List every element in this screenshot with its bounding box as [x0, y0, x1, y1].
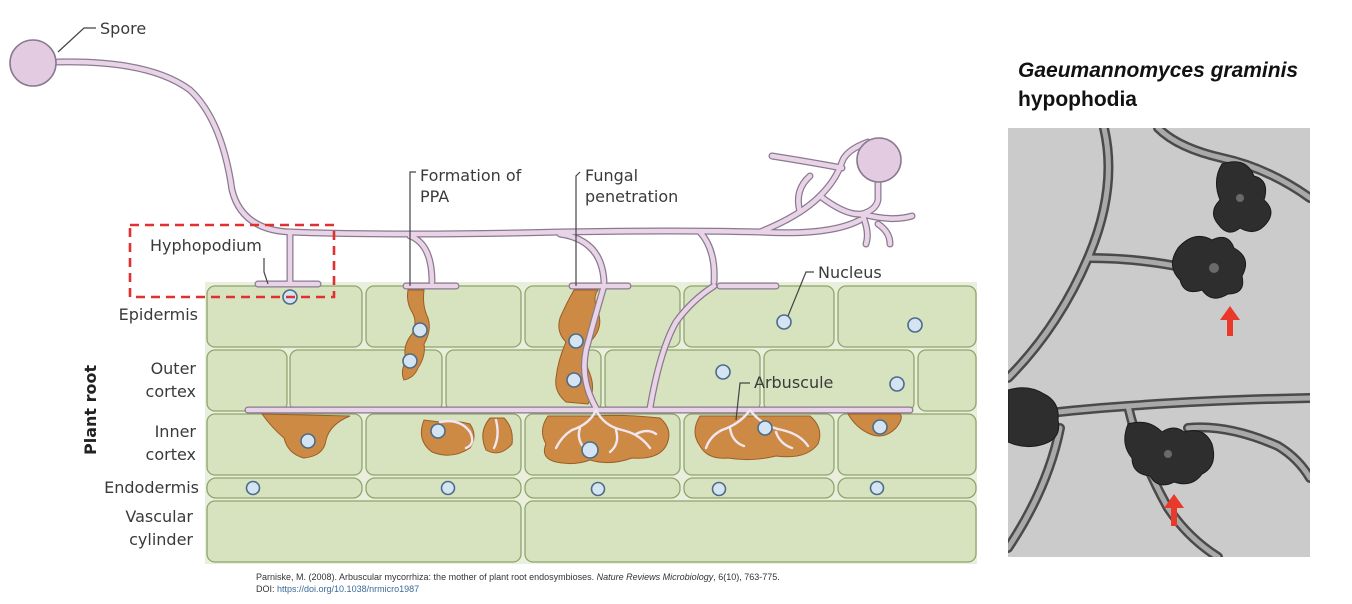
red-arrows	[1164, 306, 1240, 526]
hyphae-fill	[55, 59, 915, 413]
hyphopodium-highlight-box	[128, 223, 336, 299]
leader-lines	[57, 27, 814, 421]
citation-line: Parniske, M. (2008). Arbuscular mycorrhi…	[256, 571, 780, 583]
label-vascular-line1: Vascular	[125, 507, 193, 526]
label-fungal-line2: penetration	[585, 187, 678, 206]
label-inner-line1: Inner	[155, 422, 197, 441]
label-fungal-line1: Fungal	[585, 166, 638, 185]
label-nucleus: Nucleus	[818, 263, 882, 282]
label-outer-line1: Outer	[151, 359, 197, 378]
label-formation-line1: Formation of	[420, 166, 522, 185]
spore-right	[856, 137, 902, 183]
citation-authors: Parniske, M. (2008). Arbuscular mycorrhi…	[256, 572, 597, 582]
label-spore: Spore	[100, 19, 146, 38]
label-arbuscule: Arbuscule	[754, 373, 833, 392]
arbuscular-mycorrhiza-diagram: Spore Formation of PPA Fungal penetratio…	[9, 19, 977, 564]
label-plant-root: Plant root	[81, 365, 100, 455]
label-hyphopodium: Hyphopodium	[150, 236, 262, 255]
label-formation-line2: PPA	[420, 187, 449, 206]
label-inner-line2: cortex	[146, 445, 196, 464]
photo-title-rest: hypophodia	[1018, 88, 1137, 111]
citation-journal: Nature Reviews Microbiology	[596, 572, 714, 582]
label-epidermis: Epidermis	[119, 305, 198, 324]
photo-title-species: Gaeumannomyces graminis	[1018, 59, 1299, 82]
label-vascular-line2: cylinder	[129, 530, 193, 549]
citation: Parniske, M. (2008). Arbuscular mycorrhi…	[256, 571, 780, 595]
doi-label: DOI:	[256, 584, 278, 594]
citation-doi-line: DOI: https://doi.org/10.1038/nrmicro1987	[256, 583, 780, 595]
nuclei	[245, 289, 923, 497]
spore-left	[9, 39, 57, 87]
label-endodermis: Endodermis	[104, 478, 199, 497]
doi-link[interactable]: https://doi.org/10.1038/nrmicro1987	[277, 584, 420, 594]
photo-title: Gaeumannomyces graminis hypophodia	[1018, 56, 1338, 114]
label-outer-line2: cortex	[146, 382, 196, 401]
citation-volume-pages: , 6(10), 763-775.	[713, 572, 780, 582]
hyphopodia-micrograph	[1008, 128, 1310, 557]
vascular-cylinder-cells	[206, 500, 977, 563]
